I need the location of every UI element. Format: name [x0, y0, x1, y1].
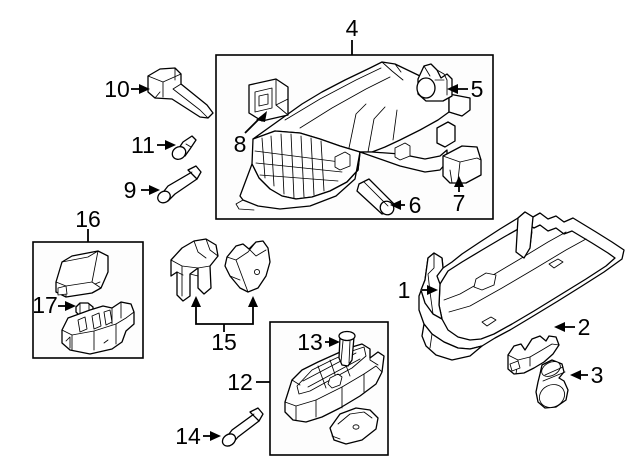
callout-label-14: 14 [175, 423, 201, 449]
part-damper-bumper [535, 359, 569, 409]
part-bracket-right [224, 240, 271, 293]
leader-1 [422, 285, 438, 295]
callout-label-6: 6 [409, 192, 422, 218]
part-bolt-9 [157, 165, 202, 204]
callout-label-2: 2 [578, 314, 591, 340]
part-lamp-housing [61, 301, 135, 355]
leader-11 [157, 140, 176, 150]
part-hinge-arm [147, 67, 214, 119]
leader-2 [554, 322, 575, 332]
leader-9 [141, 185, 160, 195]
part-bolt-14 [221, 407, 264, 447]
leader-6 [390, 200, 405, 210]
part-bolt-11 [171, 135, 197, 160]
leader-7 [454, 176, 464, 192]
leader-10 [131, 84, 150, 94]
part-bolt-6 [356, 178, 395, 216]
part-fuse-block-cover [329, 407, 379, 445]
callout-label-4: 4 [346, 15, 359, 41]
callout-label-10: 10 [104, 76, 130, 102]
part-retainer-clip [248, 78, 289, 122]
callout-label-5: 5 [471, 76, 484, 102]
callout-label-7: 7 [453, 190, 466, 216]
leader-17 [58, 301, 76, 311]
part-screw-13 [338, 330, 356, 367]
part-lamp-cover [55, 250, 109, 298]
leader-5 [447, 84, 468, 94]
leader-14 [203, 431, 221, 441]
part-glove-box-compartment [235, 61, 471, 211]
callout-label-8: 8 [234, 131, 247, 157]
part-glove-box-door [418, 211, 625, 361]
callout-label-17: 17 [32, 292, 58, 318]
part-bracket-left [170, 238, 219, 302]
leader-13 [325, 337, 340, 347]
callout-label-15: 15 [211, 329, 237, 355]
callout-label-1: 1 [398, 277, 411, 303]
callout-label-3: 3 [591, 362, 604, 388]
callout-label-11: 11 [131, 132, 155, 158]
callout-label-12: 12 [227, 369, 253, 395]
leader-15 [191, 296, 258, 332]
callout-label-9: 9 [124, 177, 137, 203]
leader-8 [244, 111, 267, 134]
part-stop-wedge [442, 145, 482, 184]
leader-3 [570, 370, 588, 380]
callout-label-13: 13 [297, 329, 323, 355]
callout-label-16: 16 [75, 206, 101, 232]
part-latch-striker [507, 335, 560, 375]
part-pivot-bushing [416, 63, 453, 102]
